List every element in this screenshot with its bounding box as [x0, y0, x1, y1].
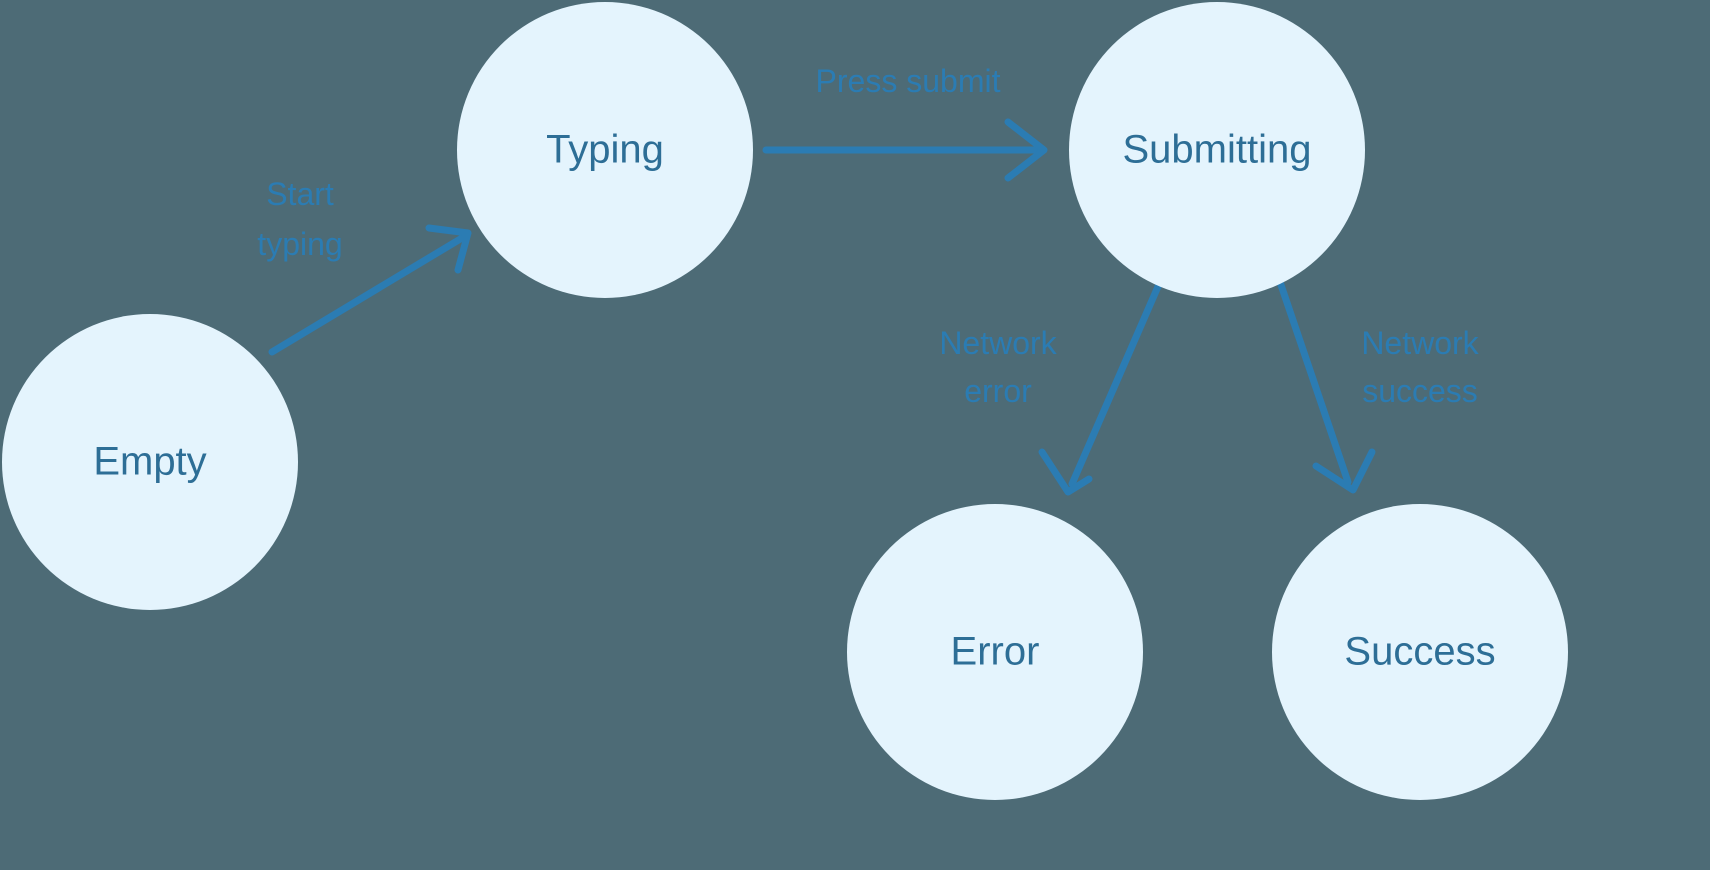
edge-label-line: typing [257, 226, 342, 262]
edge-empty-to-typing [268, 224, 472, 356]
node-label: Success [1344, 630, 1495, 674]
arrowhead [1004, 118, 1048, 182]
edge-label-line: Network [939, 325, 1057, 361]
node-circle[interactable] [847, 504, 1143, 800]
node-circle[interactable] [2, 314, 298, 610]
edge-label-network-success: Network success [1361, 325, 1479, 409]
edge-line [268, 234, 466, 356]
node-typing[interactable]: Typing [457, 2, 753, 298]
node-error[interactable]: Error [847, 504, 1143, 800]
node-submitting[interactable]: Submitting [1069, 2, 1365, 298]
node-empty[interactable]: Empty [2, 314, 298, 610]
node-label: Typing [546, 128, 664, 172]
node-label: Submitting [1123, 128, 1312, 172]
node-label: Empty [93, 440, 206, 484]
edge-line [1068, 278, 1164, 488]
edge-label-line: success [1362, 373, 1478, 409]
arrowhead [425, 224, 472, 274]
edge-line [1276, 278, 1352, 486]
edge-label-start-typing: Start typing [257, 176, 342, 262]
edge-label-press-submit: Press submit [816, 63, 1001, 99]
node-success[interactable]: Success [1272, 504, 1568, 800]
edge-label-line: Network [1361, 325, 1479, 361]
node-circle[interactable] [457, 2, 753, 298]
node-circle[interactable] [1272, 504, 1568, 800]
edge-label-line: Press submit [816, 63, 1001, 99]
edge-label-line: Start [266, 176, 334, 212]
node-label: Error [951, 630, 1040, 674]
edge-submitting-to-error [1038, 278, 1164, 496]
edge-submitting-to-success [1276, 278, 1376, 494]
edge-typing-to-submitting [762, 118, 1048, 182]
arrowhead [1038, 448, 1093, 496]
edge-label-line: error [964, 373, 1032, 409]
edge-label-network-error: Network error [939, 325, 1057, 409]
node-circle[interactable] [1069, 2, 1365, 298]
arrowhead [1312, 448, 1376, 494]
